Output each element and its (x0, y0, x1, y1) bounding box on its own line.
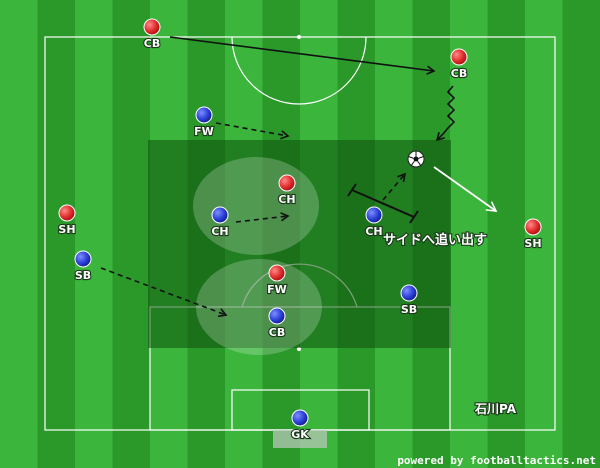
run-arrow-fw (215, 122, 290, 140)
grass-stripe (37, 0, 75, 468)
svg-text:CH: CH (365, 225, 382, 238)
svg-text:SB: SB (75, 269, 91, 282)
svg-text:CB: CB (451, 67, 467, 80)
player-blue-ch-right: CH (364, 206, 384, 239)
dribble-arrow (435, 85, 456, 142)
svg-text:CH: CH (278, 193, 295, 206)
pass-arrow (169, 36, 436, 75)
player-red-fw: FW (266, 264, 288, 297)
player-blue-sb-left: SB (74, 250, 92, 283)
grass-stripe (487, 0, 525, 468)
svg-text:CH: CH (211, 225, 228, 238)
player-red-ch: CH (277, 174, 297, 207)
svg-text:SH: SH (58, 223, 75, 236)
player-blue-ch-left: CH (210, 206, 230, 239)
zone-ellipse-upper (193, 157, 319, 255)
svg-text:CB: CB (144, 37, 160, 50)
press-arrow-ch (382, 172, 407, 201)
grass-stripe (0, 0, 38, 468)
area-label: 石川PA (474, 402, 517, 416)
grass-stripe (450, 0, 488, 468)
grass-stripe (112, 0, 150, 468)
grass-stripe (75, 0, 113, 468)
grass-stripe (562, 0, 600, 468)
annotation-text: サイドへ追い出す (383, 232, 487, 248)
player-blue-fw: FW (193, 106, 215, 139)
block-bar (347, 183, 419, 224)
player-red-sh-right: SH (523, 218, 543, 251)
player-red-cb-top: CB (143, 18, 161, 51)
arrows (100, 36, 456, 318)
svg-text:SB: SB (401, 303, 417, 316)
player-blue-sb-right: SB (400, 284, 418, 317)
svg-text:SH: SH (524, 237, 541, 250)
svg-text:GK: GK (291, 428, 309, 441)
run-arrow-sb (100, 267, 228, 318)
player-blue-gk: GK (290, 409, 310, 442)
svg-text:FW: FW (194, 125, 214, 138)
goal (273, 430, 327, 448)
center-circle (231, 36, 367, 105)
player-red-cb-right: CB (450, 48, 468, 81)
svg-text:FW: FW (267, 283, 287, 296)
soccer-ball-icon (407, 150, 425, 168)
player-red-sh-left: SH (57, 204, 77, 237)
zone-ellipse-lower (196, 259, 322, 355)
credit-text: powered by footballtactics.net (397, 454, 596, 467)
svg-text:CB: CB (269, 326, 285, 339)
player-blue-cb: CB (268, 307, 286, 340)
direction-arrow (433, 166, 498, 212)
